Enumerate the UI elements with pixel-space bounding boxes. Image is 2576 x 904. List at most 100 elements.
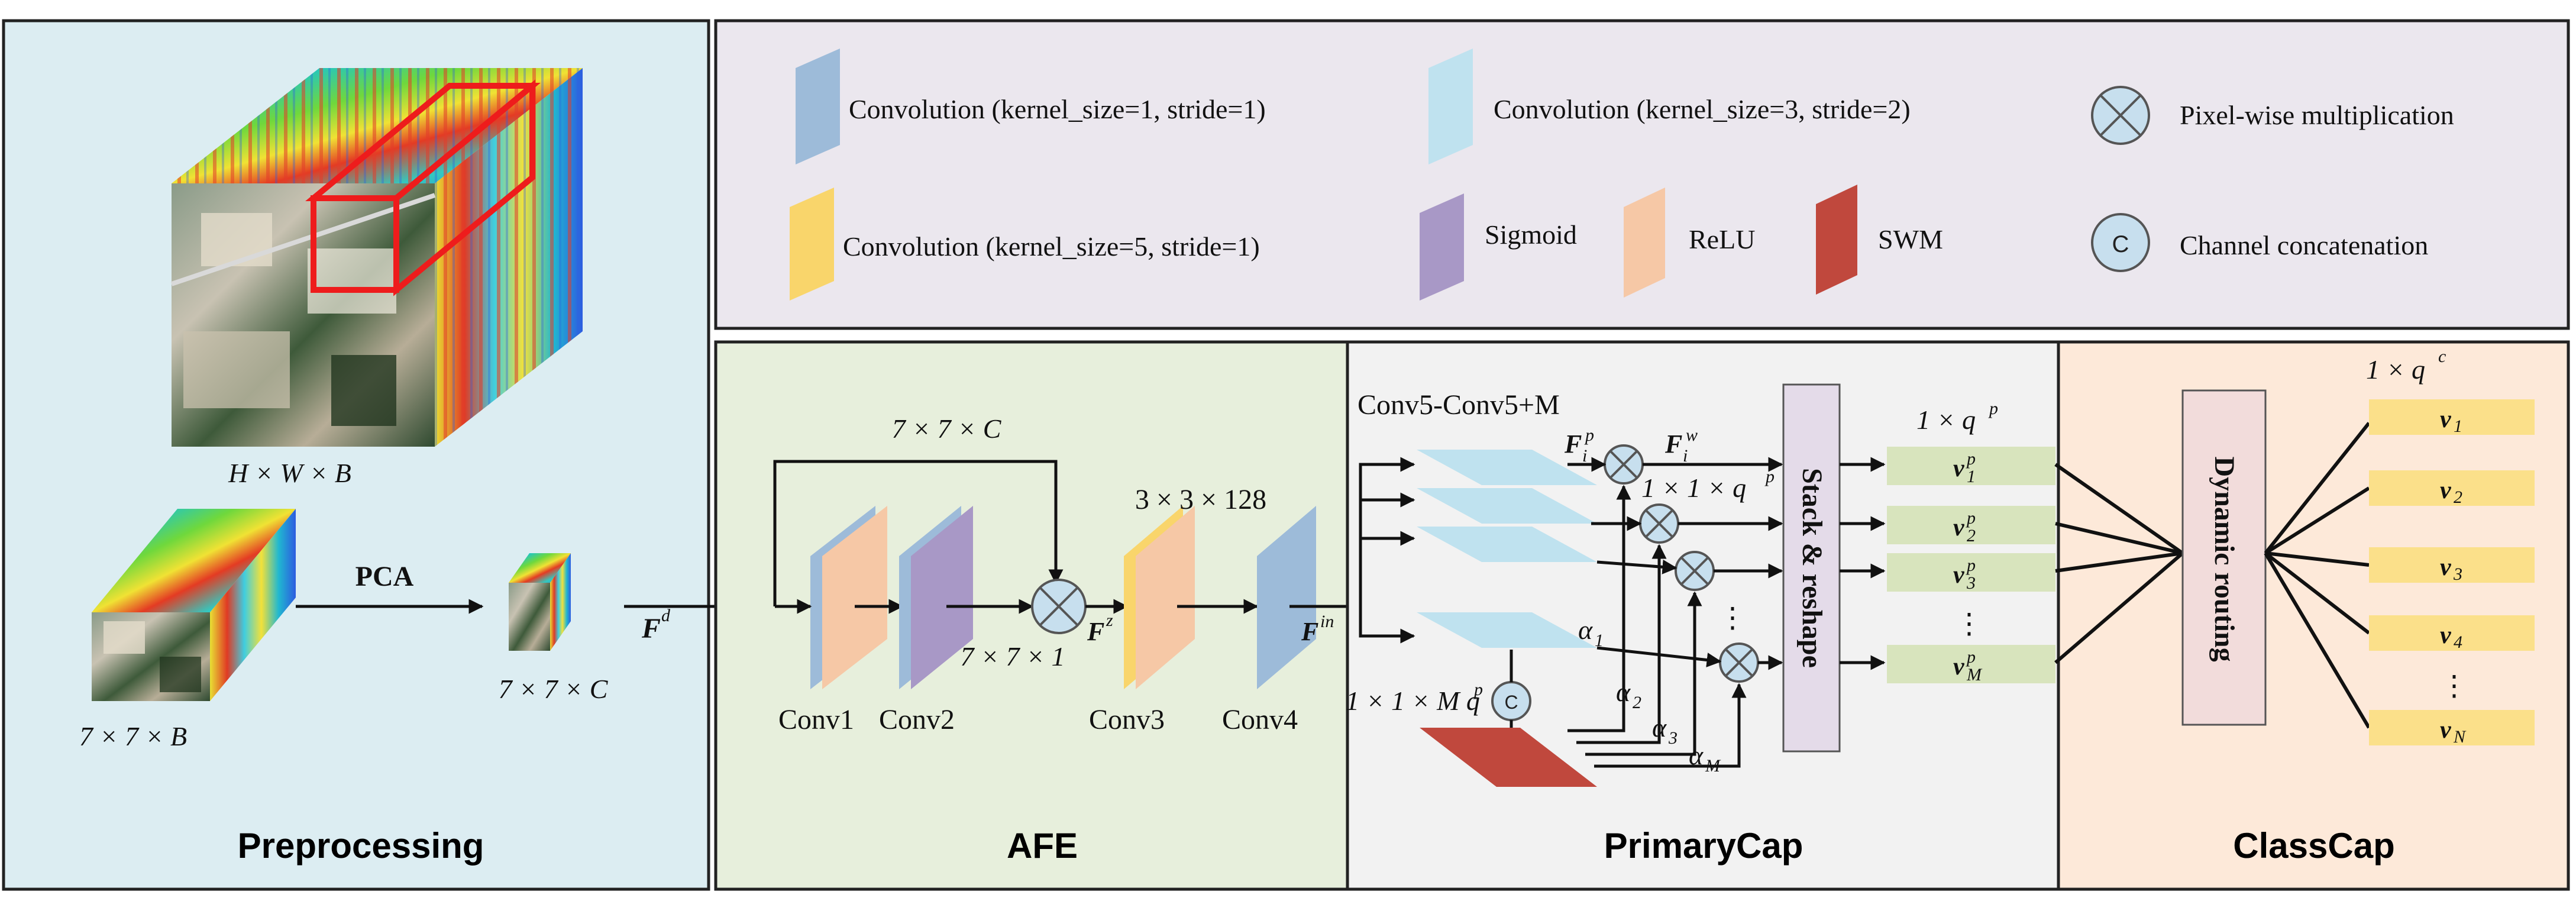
classcap-panel: Dynamic routing 1 × q c v 1 v 2 v 3 v 4 — [2054, 340, 2570, 891]
class-capsule-3: v 3 — [2369, 547, 2535, 584]
conv2-label: Conv2 — [879, 704, 955, 735]
stack-reshape-label: Stack & reshape — [1796, 468, 1828, 668]
mult-dims-superscript: p — [1764, 467, 1775, 486]
stack-reshape-block — [1782, 383, 1841, 753]
svg-text:N: N — [2453, 727, 2467, 747]
alpha-m-subscript: M — [1705, 756, 1721, 776]
legend-label-swm: SWM — [1878, 224, 1943, 254]
legend-label-conv-k5: Convolution (kernel_size=5, stride=1) — [843, 231, 1260, 261]
class-capsule-ellipsis: ⋮ — [2440, 670, 2468, 702]
capsule-multiply-node-2 — [1639, 503, 1679, 544]
alpha-m: α — [1689, 740, 1704, 770]
patch-cube — [92, 509, 296, 701]
fip-symbol: F — [1564, 430, 1582, 459]
alpha-2: α — [1616, 677, 1631, 707]
afe-multiply-node — [1031, 579, 1087, 634]
class-capsule-n: v N — [2369, 710, 2535, 747]
fz-symbol: F — [1087, 617, 1104, 646]
legend-label-relu: ReLU — [1689, 224, 1755, 254]
primary-caps-dims-label: 1 × q — [1916, 405, 1976, 435]
swm-block — [1420, 728, 1597, 787]
conv5-m-sheet — [1417, 612, 1597, 648]
conv1-label: Conv1 — [778, 704, 854, 735]
fiw-superscript: w — [1686, 425, 1698, 445]
fd-symbol: F — [641, 613, 661, 644]
svg-text:4: 4 — [2454, 632, 2462, 652]
fiw-subscript: i — [1683, 446, 1688, 466]
patch-outline-side — [393, 79, 535, 296]
svg-text:1: 1 — [1967, 467, 1976, 486]
class-capsule-1: v 1 — [2369, 399, 2535, 436]
section-title-preprocessing: Preprocessing — [238, 826, 484, 866]
svg-text:p: p — [1966, 647, 1976, 667]
legend-swatch-conv-k1 — [796, 49, 840, 164]
conv3-block — [1124, 506, 1195, 689]
primary-caps-dims-superscript: p — [1988, 399, 1998, 418]
branch-label: Conv5-Conv5+M — [1358, 389, 1560, 421]
conv4-label: Conv4 — [1222, 704, 1298, 735]
fin-superscript: in — [1320, 612, 1334, 631]
svg-text:v: v — [2440, 554, 2452, 581]
conv2-block — [899, 506, 973, 689]
conv3-label: Conv3 — [1089, 704, 1165, 735]
class-caps-dims-label: 1 × q — [2366, 354, 2425, 385]
alpha-3-subscript: 3 — [1668, 728, 1678, 748]
concat-node: C — [1491, 681, 1531, 721]
svg-text:p: p — [1966, 508, 1976, 528]
legend-swatch-sigmoid — [1420, 193, 1464, 301]
class-caps-dims-superscript: c — [2438, 347, 2446, 366]
fz-superscript: z — [1106, 611, 1113, 630]
skip-connection-line — [773, 460, 1064, 606]
reduced-cube — [509, 553, 571, 651]
svg-text:1: 1 — [2454, 417, 2462, 436]
svg-text:C: C — [1504, 692, 1518, 713]
legend-swatch-conv-k5 — [790, 188, 834, 301]
primary-capsule-2: v 2 p — [1887, 506, 2055, 545]
patch-dims-label: 7 × 7 × B — [79, 721, 187, 751]
reduced-dims-label: 7 × 7 × C — [499, 674, 609, 704]
skip-dims-label: 7 × 7 × C — [892, 414, 1002, 444]
svg-text:v: v — [1953, 514, 1965, 541]
legend-label-pixel-mult: Pixel-wise multiplication — [2180, 100, 2454, 130]
concat-dims-label: 1 × 1 × M q — [1346, 686, 1480, 716]
primary-capsule-ellipsis: ⋮ — [1955, 608, 1983, 640]
svg-text:2: 2 — [1967, 526, 1976, 545]
dynamic-routing-block — [2181, 389, 2267, 726]
class-capsule-4: v 4 — [2369, 615, 2535, 652]
svg-text:v: v — [2440, 477, 2452, 504]
legend-concat-symbol: C — [2112, 231, 2129, 257]
legend-label-sigmoid: Sigmoid — [1485, 219, 1577, 250]
conv5-stack — [1417, 450, 1597, 648]
section-title-afe: AFE — [1007, 826, 1078, 866]
svg-text:p: p — [1966, 449, 1976, 469]
alpha-2-subscript: 2 — [1633, 693, 1641, 712]
class-capsule-2: v 2 — [2369, 470, 2535, 507]
primary-capsule-m: v M p — [1887, 645, 2055, 685]
preprocessing-panel: H × W × B 7 × 7 × B PCA 7 × 7 × C F d Pr… — [2, 19, 710, 891]
svg-text:2: 2 — [2454, 487, 2462, 507]
fd-superscript: d — [661, 606, 671, 625]
fip-superscript: p — [1584, 425, 1594, 445]
conv4-dims-label: 3 × 3 × 128 — [1135, 484, 1266, 515]
legend-concat-icon — [2091, 213, 2150, 272]
pca-label: PCA — [355, 561, 414, 592]
section-title-classcap: ClassCap — [2233, 826, 2394, 866]
alpha-1-subscript: 1 — [1595, 631, 1604, 650]
legend-swatch-swm — [1816, 185, 1857, 295]
concat-dims-superscript: p — [1473, 680, 1483, 699]
svg-text:v: v — [1953, 455, 1965, 482]
fin-symbol: F — [1301, 617, 1318, 646]
legend-swatch-relu — [1624, 188, 1665, 298]
legend-label-conv-k1: Convolution (kernel_size=1, stride=1) — [849, 94, 1266, 124]
mult-dims-label: 1 × 1 × q — [1641, 473, 1746, 503]
conv1-block — [810, 506, 887, 689]
primarycap-panel: Conv5-Conv5+M F i p — [1346, 340, 2060, 891]
fip-subscript: i — [1582, 446, 1587, 466]
attention-dims-label: 7 × 7 × 1 — [960, 641, 1065, 671]
legend-label-conv-k3: Convolution (kernel_size=3, stride=2) — [1494, 94, 1911, 124]
svg-text:v: v — [2440, 406, 2452, 433]
primary-capsule-3: v 3 p — [1887, 553, 2055, 593]
hyperspectral-cube — [170, 68, 583, 447]
legend-panel: Convolution (kernel_size=1, stride=1) Co… — [714, 19, 2570, 330]
dynamic-routing-label: Dynamic routing — [2209, 456, 2240, 661]
